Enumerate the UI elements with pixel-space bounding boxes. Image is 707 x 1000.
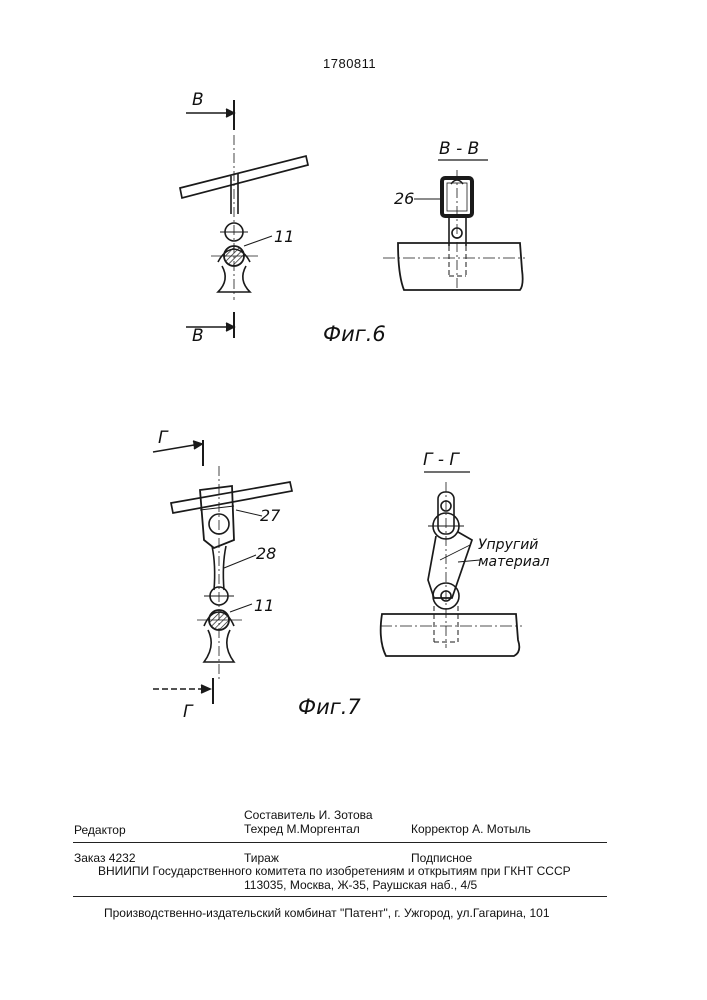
- fig6-caption: Фиг.6: [323, 322, 386, 346]
- fig7-label-27: 27: [260, 506, 280, 525]
- fig6-label-11: 11: [274, 227, 294, 246]
- fig7-elastic-label-line1: Упругий: [478, 537, 538, 553]
- fig7-label-28: 28: [256, 544, 276, 563]
- colophon-subscription: Подписное: [411, 851, 472, 865]
- colophon-divider-1: [73, 842, 607, 843]
- fig7-elastic-label-line2: материал: [478, 554, 549, 570]
- colophon-publisher: Производственно-издательский комбинат "П…: [104, 906, 550, 920]
- fig6-section-mark-top: В: [192, 90, 204, 110]
- colophon-order: Заказ 4232: [74, 851, 136, 865]
- colophon-vniipi: ВНИИПИ Государственного комитета по изоб…: [98, 864, 571, 878]
- fig7-section-mark-top: Г: [158, 428, 167, 448]
- colophon-editor: Редактор: [74, 823, 126, 837]
- fig7-label-11: 11: [254, 596, 274, 615]
- fig7-side-view: [153, 440, 292, 704]
- fig6-section-bb: [383, 160, 525, 290]
- colophon-compiler: Составитель И. Зотова: [244, 808, 373, 822]
- fig6-side-view: [180, 100, 308, 338]
- colophon-corrector: Корректор А. Мотыль: [411, 822, 531, 836]
- fig6-section-mark-bottom: В: [192, 326, 204, 346]
- fig7-caption: Фиг.7: [298, 695, 361, 719]
- fig6-label-26: 26: [394, 189, 414, 208]
- fig6-section-title: В - В: [439, 139, 479, 159]
- colophon-address: 113035, Москва, Ж-35, Раушская наб., 4/5: [244, 878, 477, 892]
- fig7-section-title: Г - Г: [423, 450, 459, 470]
- colophon-tech-editor: Техред М.Моргентал: [244, 822, 360, 836]
- fig7-section-mark-bottom: Г: [183, 702, 192, 722]
- colophon-divider-2: [73, 896, 607, 897]
- colophon-print-run: Тираж: [244, 851, 279, 865]
